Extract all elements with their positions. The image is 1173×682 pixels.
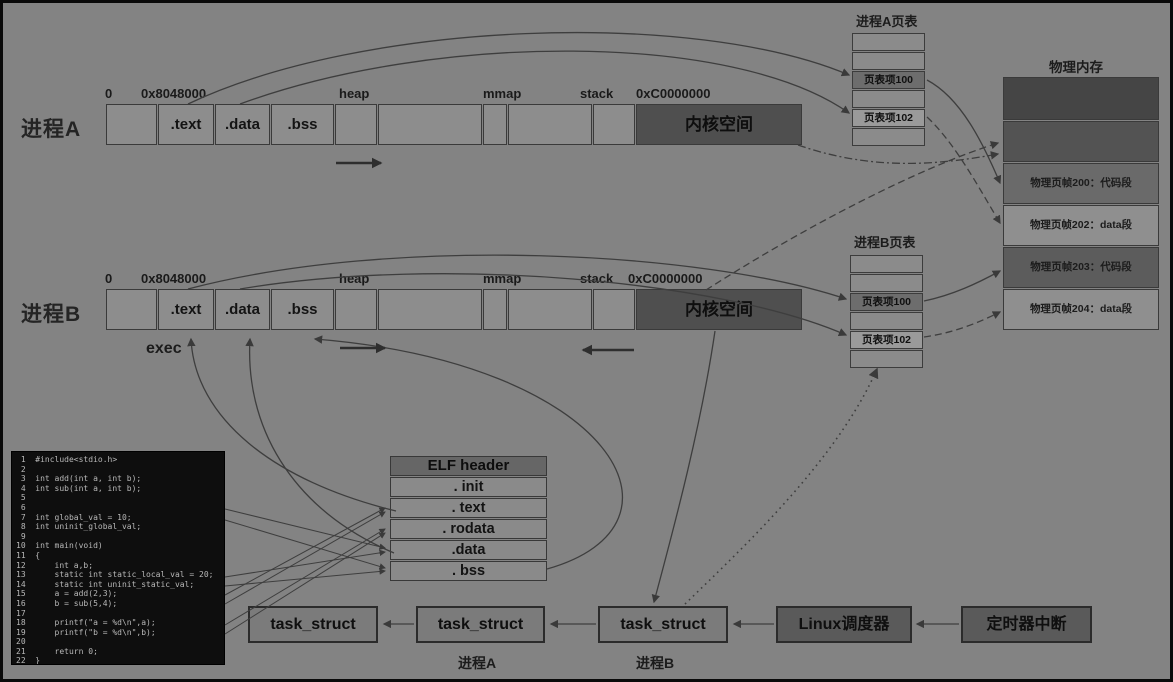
connector-pt102a-to-frame202: [926, 116, 1001, 225]
addr-a-0xC0000000: 0xC0000000: [636, 86, 711, 101]
page-table-b-title: 进程B页表: [854, 235, 916, 250]
addr-b-zero: 0: [105, 271, 113, 286]
segment-b-text: .text: [158, 289, 214, 330]
phys-frame-204: 物理页帧204：data段: [1003, 289, 1159, 330]
segment-a-stack: [593, 104, 635, 145]
phys-frame-200: 物理页帧200：代码段: [1003, 163, 1159, 204]
page-table-a-title: 进程A页表: [856, 14, 918, 29]
elf-data-row: .data: [390, 540, 547, 560]
task-struct-2: task_struct: [416, 606, 545, 643]
connector-staticlocal-to-data: [224, 549, 386, 578]
connector-uninitstatic-to-bss: [224, 568, 386, 587]
pt-b-row1: [850, 255, 923, 273]
pt-a-entry-102: 页表项102: [852, 109, 925, 127]
segment-b-bss: .bss: [271, 289, 334, 330]
phys-frame-202: 物理页帧202：data段: [1003, 205, 1159, 246]
source-code-text: 1 #include<stdio.h> 2 3 int add(int a, i…: [16, 455, 214, 665]
pt-b-row4: [850, 312, 923, 330]
connector-kernel-a-to-phys: [797, 144, 1000, 165]
address-space-bar-a: .text .data .bss 内核空间: [106, 104, 803, 146]
phys-kernel-block-1: [1003, 77, 1159, 120]
phys-frame-203: 物理页帧203：代码段: [1003, 247, 1159, 288]
segment-b-kernel: 内核空间: [636, 289, 802, 330]
pt-b-entry-100: 页表项100: [850, 293, 923, 311]
connector-b-bar-to-taskstruct: [651, 330, 716, 604]
segment-a-heap: [378, 104, 482, 145]
connector-globalval-to-data: [224, 508, 386, 550]
address-space-bar-b: .text .data .bss 内核空间: [106, 289, 803, 331]
segment-a-mmap: [483, 104, 507, 145]
pt-a-row1: [852, 33, 925, 51]
addr-a-zero: 0: [105, 86, 113, 101]
segment-a-data: .data: [215, 104, 270, 145]
segment-b-empty2: [335, 289, 377, 330]
task-struct-3: task_struct: [598, 606, 728, 643]
connector-pt102b-to-frame204: [923, 311, 1002, 338]
connector-pt100b-to-frame203: [923, 270, 1002, 302]
connector-uninitglobal-to-bss: [224, 519, 386, 570]
physical-memory-title: 物理内存: [1049, 60, 1103, 75]
addr-b-stack: stack: [580, 271, 614, 286]
addr-b-0xC0000000: 0xC0000000: [628, 271, 703, 286]
pt-a-entry-100: 页表项100: [852, 71, 925, 89]
segment-a-empty2: [335, 104, 377, 145]
elf-header-row: ELF header: [390, 456, 547, 476]
process-a-label: 进程A: [21, 118, 82, 141]
timer-interrupt-box: 定时器中断: [961, 606, 1092, 643]
exec-label: exec: [146, 340, 182, 357]
task-struct-a-label: 进程A: [458, 655, 497, 671]
elf-init-row: . init: [390, 477, 547, 497]
segment-a-empty1: [106, 104, 157, 145]
segment-a-kernel: 内核空间: [636, 104, 802, 145]
segment-b-stack: [593, 289, 635, 330]
addr-a-mmap: mmap: [483, 86, 522, 101]
pt-b-entry-102: 页表项102: [850, 331, 923, 349]
segment-b-mmap: [483, 289, 507, 330]
addr-a-heap: heap: [339, 86, 370, 101]
task-struct-1: task_struct: [248, 606, 378, 643]
pt-b-row2: [850, 274, 923, 292]
pt-a-row6: [852, 128, 925, 146]
connector-add-to-text: [224, 507, 386, 596]
addr-a-stack: stack: [580, 86, 614, 101]
addr-a-0x8048000: 0x8048000: [141, 86, 207, 101]
connector-sub-to-text: [224, 511, 386, 605]
segment-b-data: .data: [215, 289, 270, 330]
segment-a-text: .text: [158, 104, 214, 145]
connector-pt100a-to-frame200: [926, 79, 1002, 185]
source-code-listing: 1 #include<stdio.h> 2 3 int add(int a, i…: [11, 451, 225, 665]
segment-b-heap: [378, 289, 482, 330]
elf-rodata-row: . rodata: [390, 519, 547, 539]
segment-b-empty1: [106, 289, 157, 330]
addr-b-0x8048000: 0x8048000: [141, 271, 207, 286]
phys-kernel-block-2: [1003, 121, 1159, 162]
addr-b-mmap: mmap: [483, 271, 522, 286]
task-struct-b-label: 进程B: [636, 655, 675, 671]
pt-a-row4: [852, 90, 925, 108]
segment-a-bss: .bss: [271, 104, 334, 145]
linux-scheduler-box: Linux调度器: [776, 606, 912, 643]
pt-a-row2: [852, 52, 925, 70]
connector-taskstruct-to-ptb: [684, 367, 879, 605]
connector-elf-data-to-b: [245, 337, 395, 554]
process-b-label: 进程B: [21, 303, 82, 326]
elf-bss-row: . bss: [390, 561, 547, 581]
segment-a-empty3: [508, 104, 592, 145]
segment-b-empty3: [508, 289, 592, 330]
pt-b-row6: [850, 350, 923, 368]
elf-text-row: . text: [390, 498, 547, 518]
addr-b-heap: heap: [339, 271, 370, 286]
